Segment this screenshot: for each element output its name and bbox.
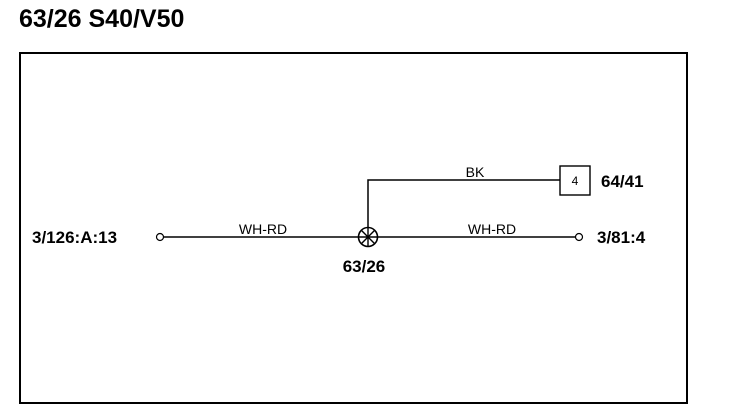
connector-label-top-right: 64/41 [601,172,644,191]
terminal-right-icon [574,232,584,242]
wire-label-right: WH-RD [468,221,516,237]
pin-number: 4 [572,174,579,188]
wire-label-left: WH-RD [239,221,287,237]
wire-branch-segment [367,179,560,227]
wire-label-branch: BK [466,164,485,180]
splice-icon [357,226,379,248]
page-title: 63/26 S40/V50 [19,5,185,33]
splice-label: 63/26 [343,257,386,276]
connector-label-left: 3/126:A:13 [32,228,117,247]
pin-box [559,165,591,196]
terminal-left-icon [155,232,165,242]
diagram-frame [19,52,688,404]
connector-label-right: 3/81:4 [597,228,646,247]
